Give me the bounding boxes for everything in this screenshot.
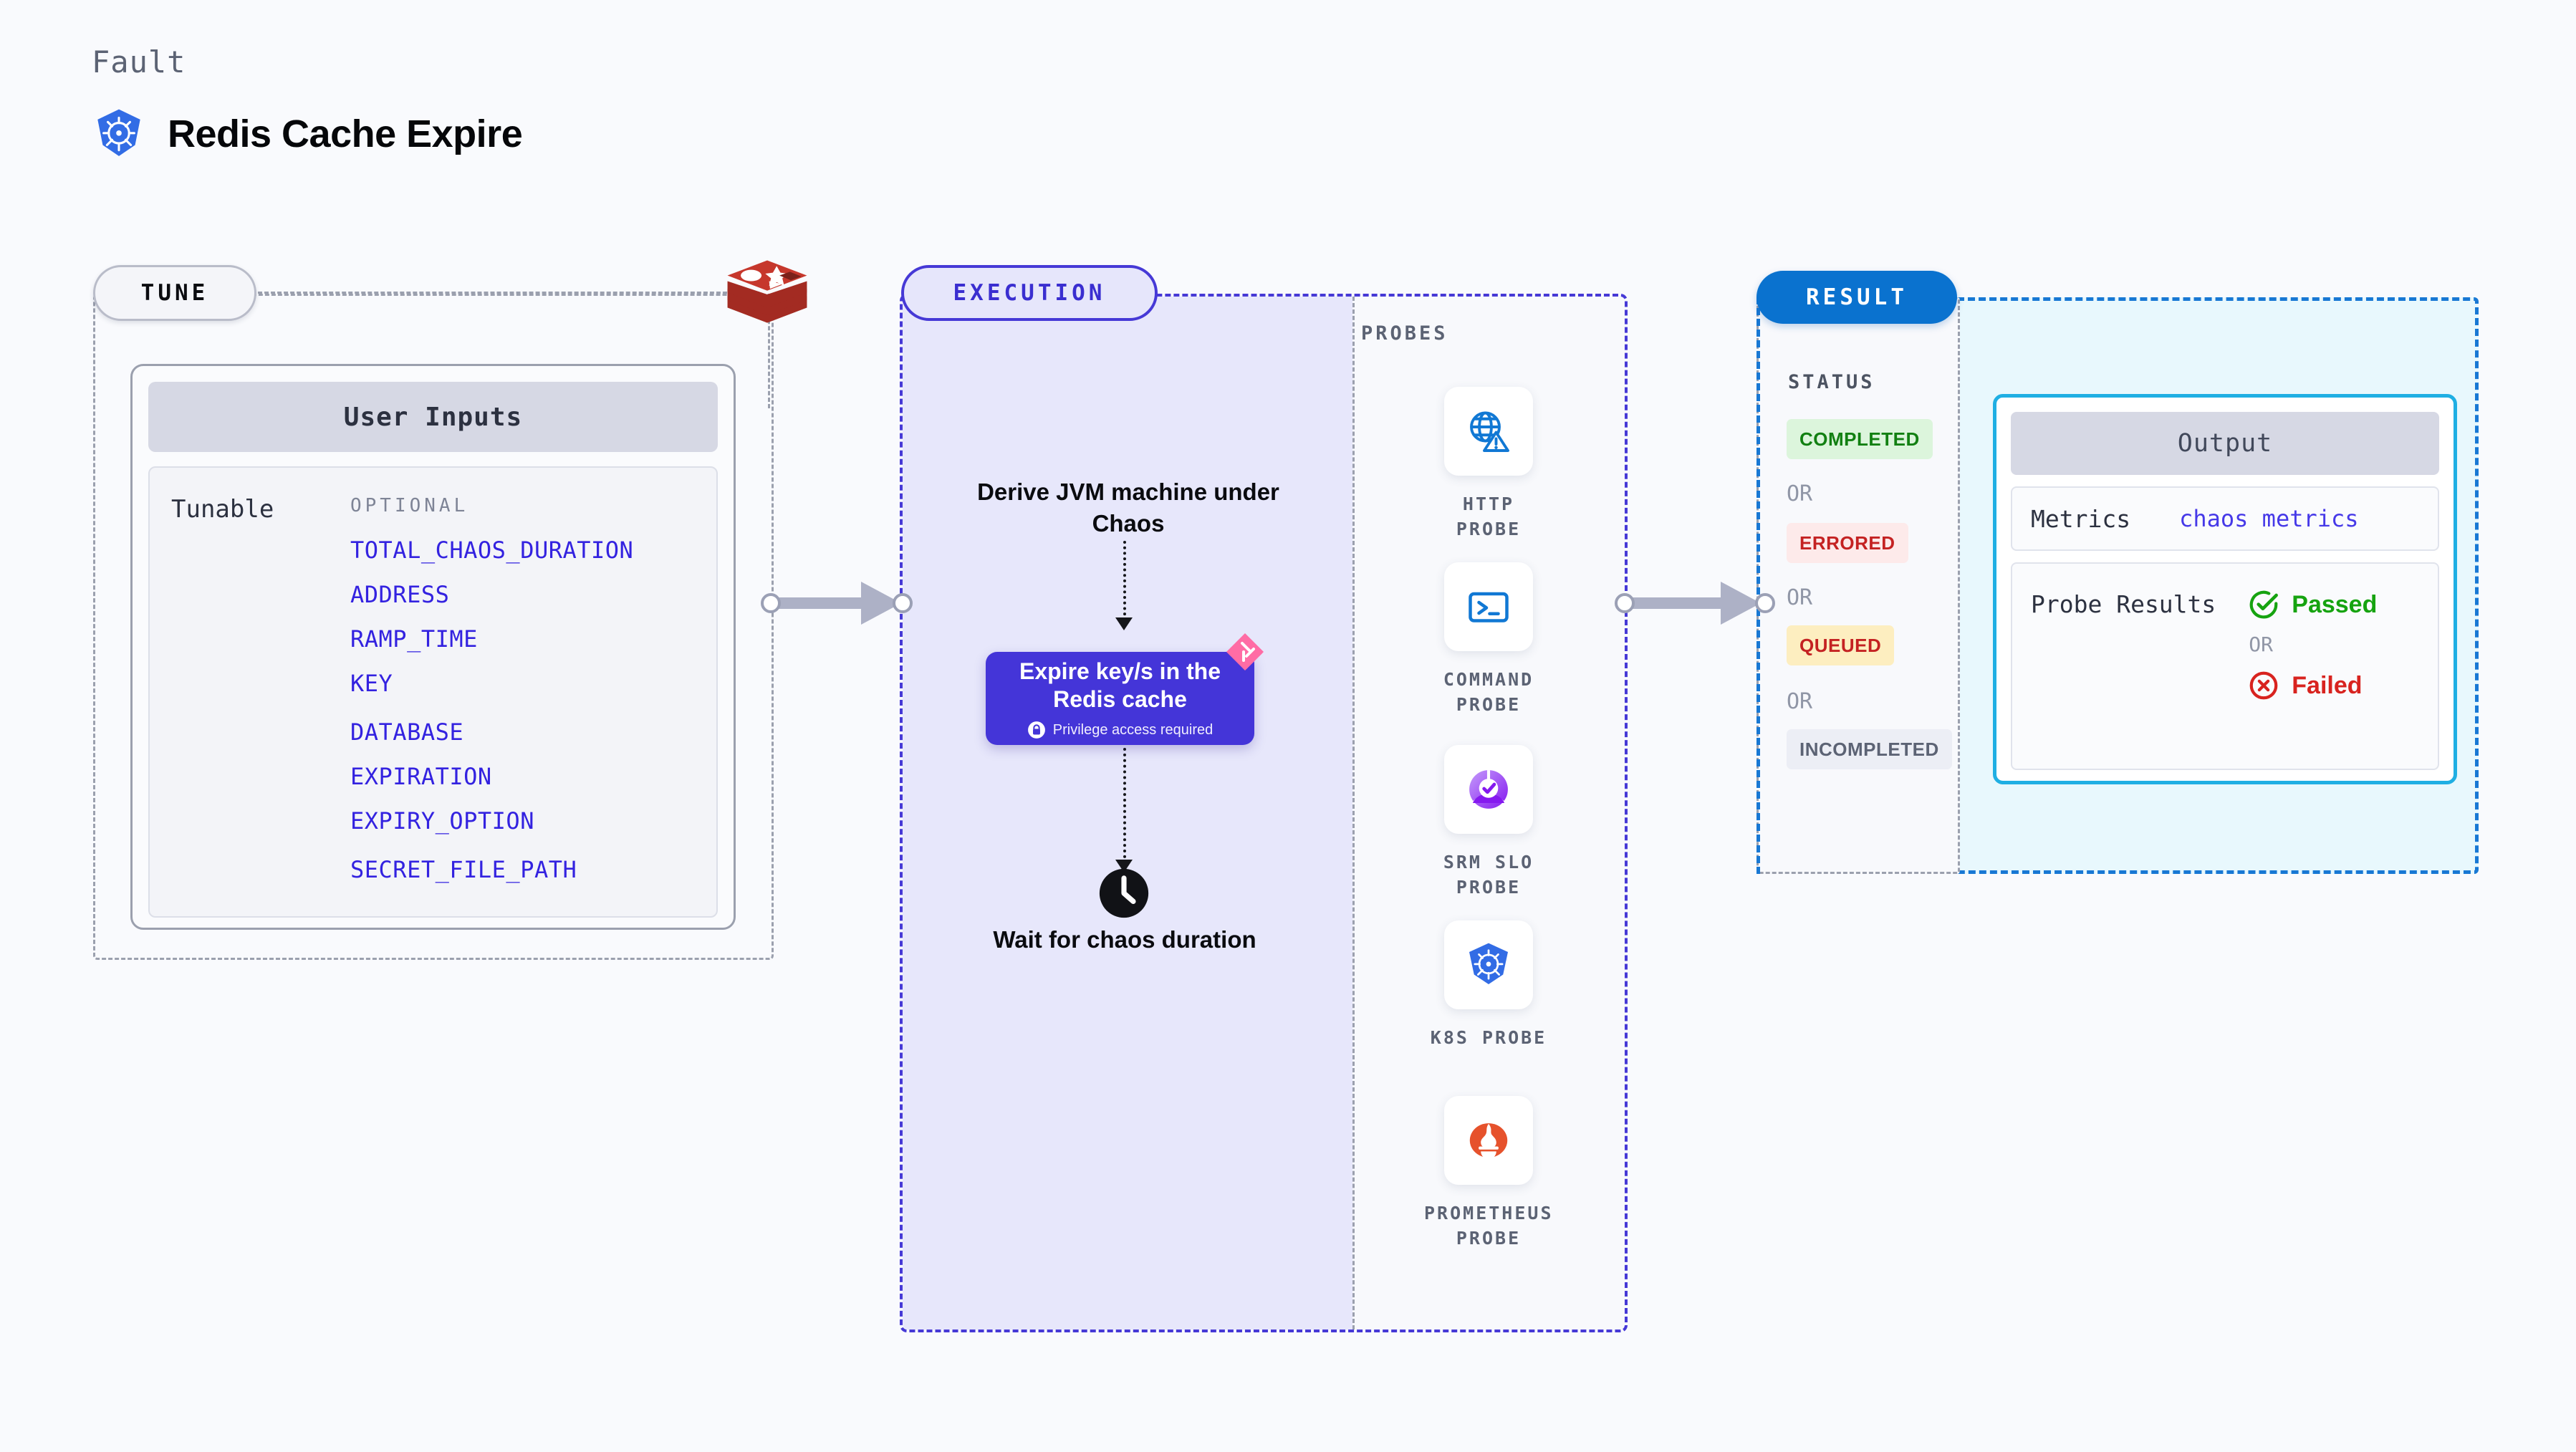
kubernetes-logo-icon [1469,943,1508,984]
probe-k8s-label: K8S PROBE [1430,1027,1547,1048]
probe-result-passed: Passed [2247,588,2377,621]
prometheus-logo-icon [1469,1123,1508,1160]
status-or-1: OR [1787,481,1813,506]
tunable-list: OPTIONAL TOTAL_CHAOS_DURATION ADDRESS RA… [350,495,633,916]
result-stage-label: RESULT [1756,271,1957,324]
metrics-key: Metrics [2031,504,2131,533]
execution-step-2-label: Wait for chaos duration [993,926,1256,953]
status-badge-completed: COMPLETED [1787,419,1933,459]
user-inputs-card: User Inputs Tunable OPTIONAL TOTAL_CHAOS… [130,364,736,930]
execution-canvas [903,297,1352,1330]
failed-label: Failed [2292,671,2363,699]
execution-stage-box [900,294,1628,1332]
tunable-expiry-option[interactable]: EXPIRY_OPTION [350,807,534,835]
status-or-2: OR [1787,585,1813,610]
execution-flow-arrow-1 [1115,617,1133,630]
probe-results-row: Probe Results Passed OR Failed [2011,562,2439,770]
metrics-row: Metrics chaos metrics [2011,486,2439,551]
probe-k8s[interactable]: K8S PROBE [1424,920,1553,1050]
clock-icon [1099,868,1149,918]
check-circle-icon [2249,590,2279,619]
probe-srm-slo-tile [1444,745,1533,834]
output-card-title: Output [2011,412,2439,475]
harness-chaos-badge-icon [1226,633,1264,670]
tunable-label: Tunable [171,495,274,524]
probe-command-label: COMMAND PROBE [1443,669,1534,715]
arrow-execution-to-result [1615,582,1777,625]
execution-stage-label: EXECUTION [901,265,1158,321]
globe-warning-icon [1470,411,1509,452]
status-section-label: STATUS [1788,371,1875,393]
status-badge-queued: QUEUED [1787,625,1895,665]
output-card: Output Metrics chaos metrics Probe Resul… [1993,394,2457,784]
probe-prometheus-label: PROMETHEUS PROBE [1424,1203,1554,1249]
probe-result-failed: Failed [2247,669,2377,702]
privilege-note: Privilege access required [1052,721,1213,738]
kubernetes-logo-icon [97,109,140,156]
probe-results-values: Passed OR Failed [2247,588,2377,769]
probe-srm-slo-label: SRM SLO PROBE [1443,852,1534,898]
tunable-panel: Tunable OPTIONAL TOTAL_CHAOS_DURATION AD… [148,466,718,918]
probe-result-or: OR [2249,633,2273,656]
status-or-3: OR [1787,689,1813,714]
redis-connector-line [768,294,770,408]
probe-command-tile [1444,562,1533,651]
tunable-address[interactable]: ADDRESS [350,581,450,608]
lock-icon [1027,721,1045,739]
tunable-ramp-time[interactable]: RAMP_TIME [350,625,478,653]
probe-http[interactable]: HTTP PROBE [1424,387,1553,542]
status-badge-incompleted: INCOMPLETED [1787,729,1952,769]
probes-section-label: PROBES [1361,322,1448,345]
execution-flow-line-2 [1123,748,1126,864]
probe-command[interactable]: COMMAND PROBE [1424,562,1553,717]
arrow-tune-to-execution [761,582,913,625]
tune-stage-label: TUNE [93,265,256,321]
tunable-secret-file-path[interactable]: SECRET_FILE_PATH [350,856,577,883]
srm-slo-icon [1469,770,1508,809]
passed-label: Passed [2292,590,2378,618]
page-header: Fault Redis Cache Expire [92,44,523,161]
probe-srm-slo[interactable]: SRM SLO PROBE [1424,745,1553,900]
tunable-expiration[interactable]: EXPIRATION [350,763,492,790]
result-status-box [1756,297,1960,874]
x-circle-icon [2249,671,2278,700]
title-row: Redis Cache Expire [92,107,523,161]
eyebrow-label: Fault [92,44,186,80]
probe-results-key: Probe Results [2031,590,2216,618]
tune-stage-box [93,294,774,960]
probe-prometheus[interactable]: PROMETHEUS PROBE [1424,1096,1553,1251]
user-inputs-title: User Inputs [148,382,718,452]
status-badge-errored: ERRORED [1787,523,1908,563]
page-title: Redis Cache Expire [168,112,523,155]
privilege-row: Privilege access required [1027,721,1213,739]
probe-k8s-tile [1444,920,1533,1009]
execution-flow-line-1 [1123,541,1126,621]
probe-http-tile [1444,387,1533,476]
tunable-key[interactable]: KEY [350,670,393,697]
metrics-value[interactable]: chaos metrics [2179,505,2359,532]
tunable-database[interactable]: DATABASE [350,718,464,746]
execution-action-card[interactable]: Expire key/s in the Redis cache Privileg… [986,652,1254,745]
tunable-total-chaos-duration[interactable]: TOTAL_CHAOS_DURATION [350,537,634,564]
probe-prometheus-tile [1444,1096,1533,1185]
probe-http-label: HTTP PROBE [1456,494,1522,539]
optional-label: OPTIONAL [350,495,469,516]
tune-connector-line [258,292,759,294]
terminal-icon [1469,592,1509,622]
execution-action-title: Expire key/s in the Redis cache [1019,658,1221,712]
redis-logo-icon [727,260,807,323]
execution-step-1-label: Derive JVM machine under Chaos [977,479,1279,537]
